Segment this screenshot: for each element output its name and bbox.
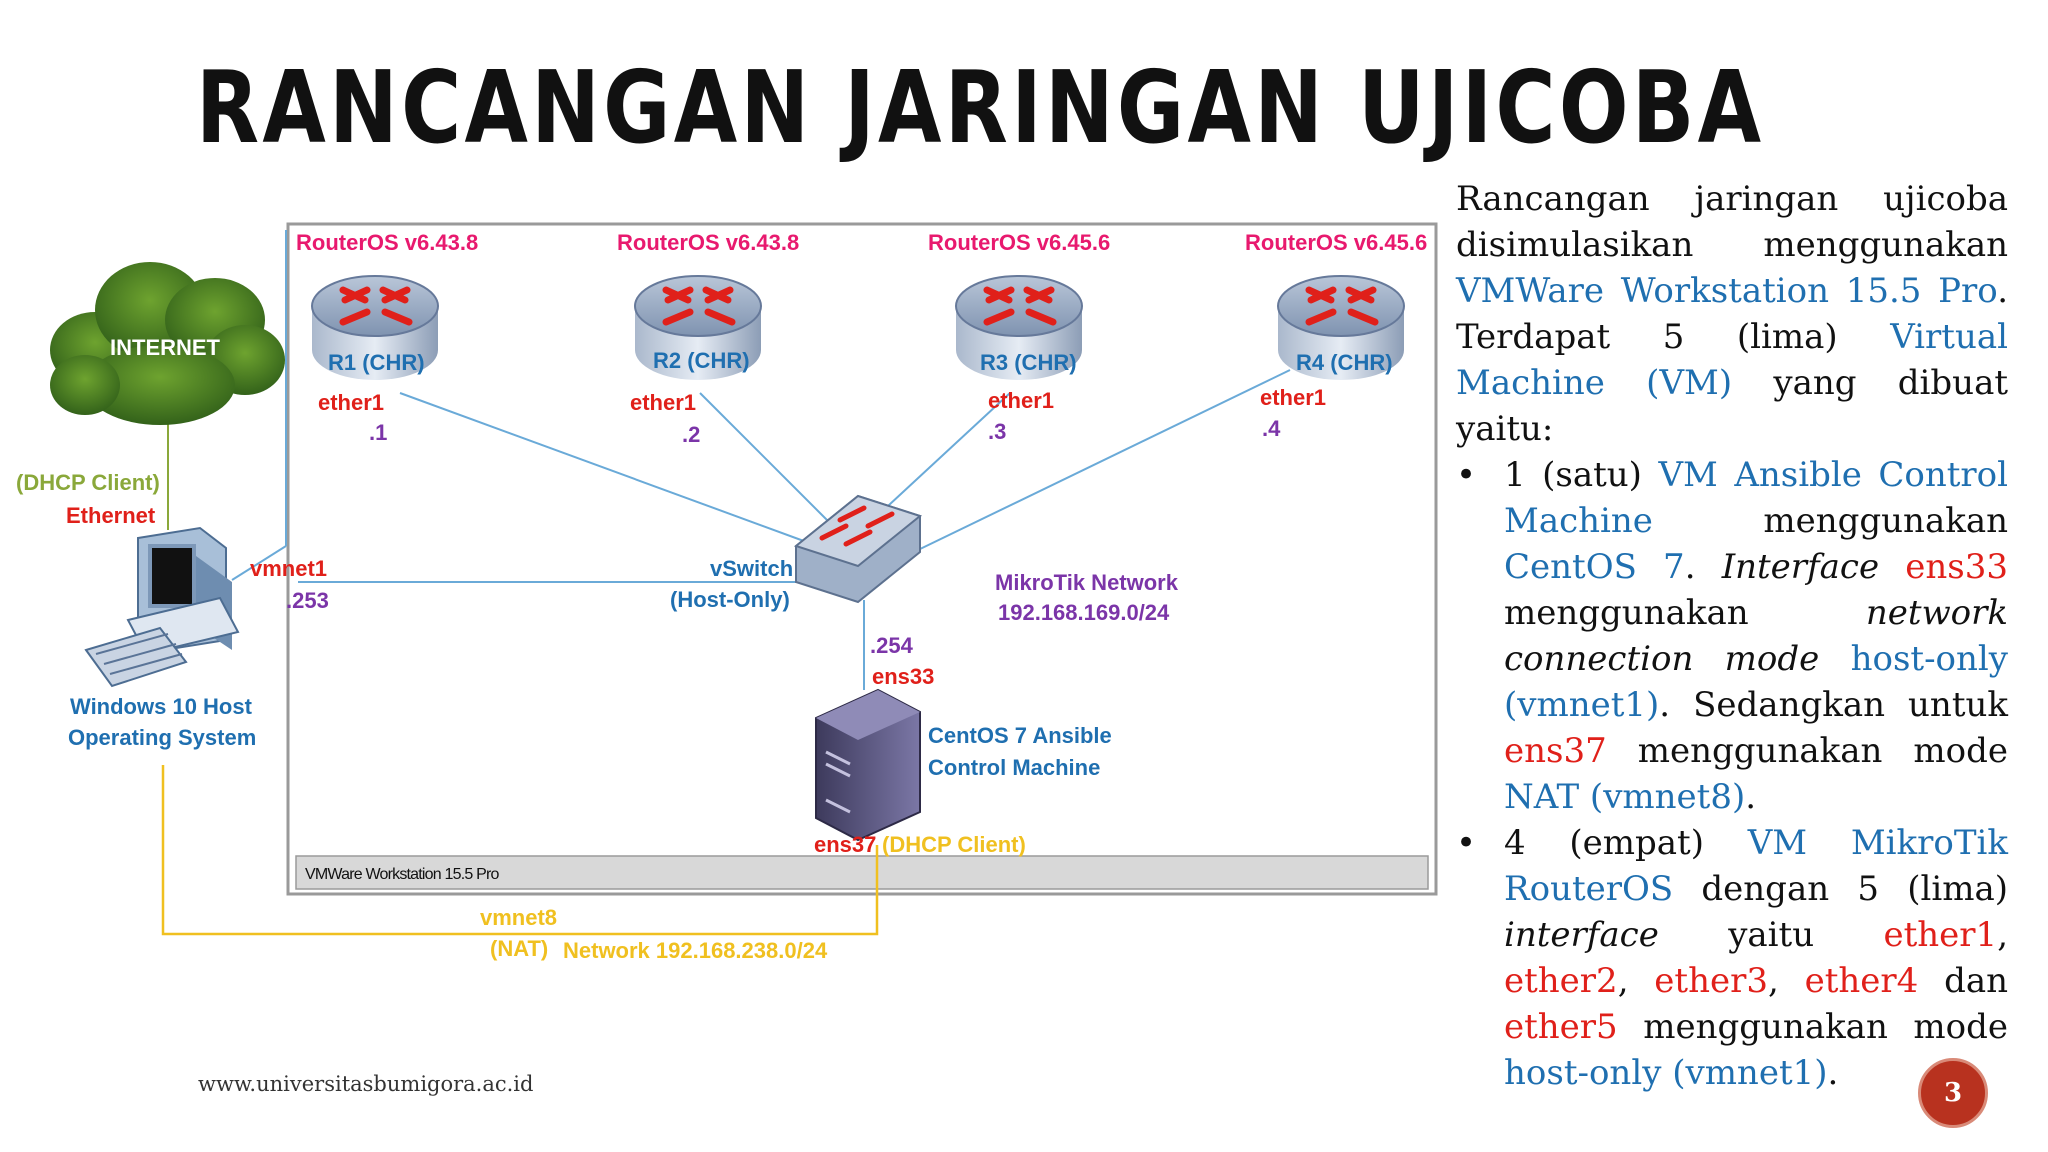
vmware-label: VMWare Workstation 15.5 Pro — [305, 866, 499, 883]
description-intro: Rancangan jaringan ujicoba disimulasikan… — [1456, 179, 2009, 449]
vswitch-mode: (Host-Only) — [670, 587, 790, 612]
nat-mode-label: (NAT) — [490, 936, 548, 961]
description-list: •1 (satu) VM Ansible Control Machine men… — [1456, 452, 2008, 1096]
r1-name: R1 (CHR) — [328, 350, 425, 375]
list-item: •1 (satu) VM Ansible Control Machine men… — [1456, 452, 2008, 820]
host-pc-icon — [84, 526, 240, 688]
network-name: MikroTik Network — [995, 570, 1179, 595]
server-port-ens37: ens37 — [814, 832, 876, 857]
footer-url: www.universitasbumigora.ac.id — [198, 1072, 534, 1096]
nat-network-label: Network 192.168.238.0/24 — [563, 938, 828, 963]
description: Rancangan jaringan ujicoba disimulasikan… — [1456, 176, 2008, 1096]
r3-ip: .3 — [988, 419, 1006, 444]
router-icon-r3 — [955, 275, 1083, 380]
r4-ip: .4 — [1262, 416, 1281, 441]
r4-version: RouterOS v6.45.6 — [1245, 230, 1427, 255]
server-ip: .254 — [870, 633, 914, 658]
r3-name: R3 (CHR) — [980, 350, 1077, 375]
router-icon-r4 — [1277, 275, 1405, 380]
host-name-line1: Windows 10 Host — [70, 694, 253, 719]
r3-port: ether1 — [988, 388, 1054, 413]
vmware-frame — [286, 222, 1438, 896]
page-number-badge: 3 — [1918, 1058, 1988, 1128]
r2-port: ether1 — [630, 390, 696, 415]
r2-version: RouterOS v6.43.8 — [617, 230, 799, 255]
slide-title: RANCANGAN JARINGAN UJICOBA — [196, 49, 1765, 166]
r3-version: RouterOS v6.45.6 — [928, 230, 1110, 255]
network-cidr: 192.168.169.0/24 — [998, 600, 1170, 625]
server-dhcp-label: (DHCP Client) — [882, 832, 1026, 857]
host-ip-label: .253 — [286, 588, 329, 613]
vswitch-icon — [793, 494, 923, 604]
vmware-label-bar — [295, 855, 1429, 890]
r1-ip: .1 — [369, 420, 387, 445]
nat-link — [161, 765, 879, 936]
router-icon-r2 — [634, 275, 762, 380]
host-vmnet1-label: vmnet1 — [250, 556, 327, 581]
host-ethernet-label: Ethernet — [66, 503, 156, 528]
centos-server-icon — [815, 688, 921, 842]
host-dhcp-label: (DHCP Client) — [16, 470, 160, 495]
bullet-icon: • — [1456, 455, 1477, 495]
vswitch-name: vSwitch — [710, 556, 793, 581]
r4-port: ether1 — [1260, 385, 1326, 410]
host-name-line2: Operating System — [68, 725, 256, 750]
router-icon-r1 — [311, 275, 439, 380]
r2-ip: .2 — [682, 422, 700, 447]
r2-name: R2 (CHR) — [653, 348, 750, 373]
server-name-line1: CentOS 7 Ansible — [928, 723, 1112, 748]
r1-version: RouterOS v6.43.8 — [296, 230, 478, 255]
r4-name: R4 (CHR) — [1296, 350, 1393, 375]
server-port-ens33: ens33 — [872, 664, 934, 689]
r1-port: ether1 — [318, 390, 384, 415]
internet-cloud — [50, 262, 285, 425]
internet-label: INTERNET — [110, 335, 221, 360]
server-name-line2: Control Machine — [928, 755, 1100, 780]
nat-vmnet8-label: vmnet8 — [480, 905, 557, 930]
bullet-icon: • — [1456, 823, 1477, 863]
list-item: •4 (empat) VM MikroTik RouterOS dengan 5… — [1456, 820, 2008, 1096]
